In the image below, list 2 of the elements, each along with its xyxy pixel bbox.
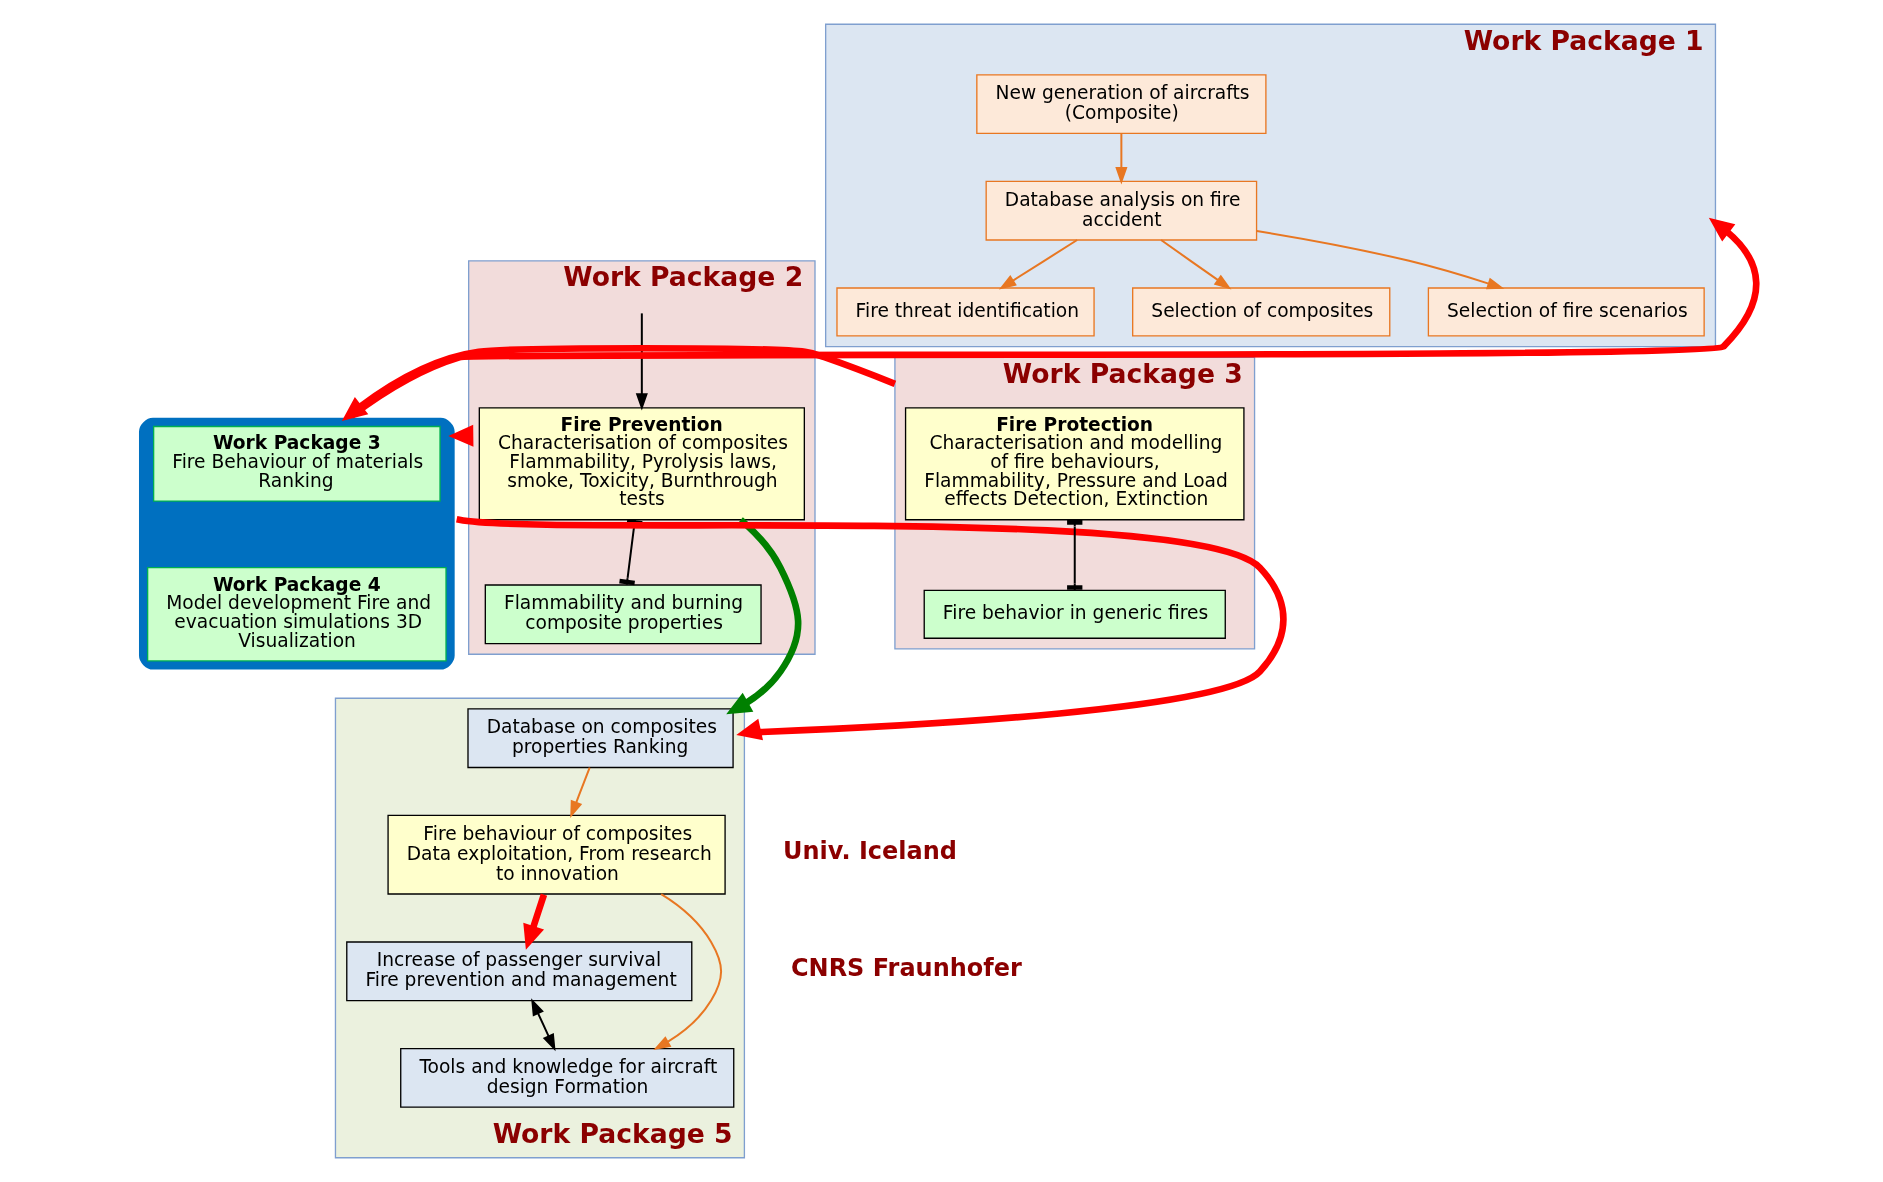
label: Univ. Iceland: [783, 837, 957, 866]
label: CNRS Fraunhofer: [791, 953, 1022, 982]
